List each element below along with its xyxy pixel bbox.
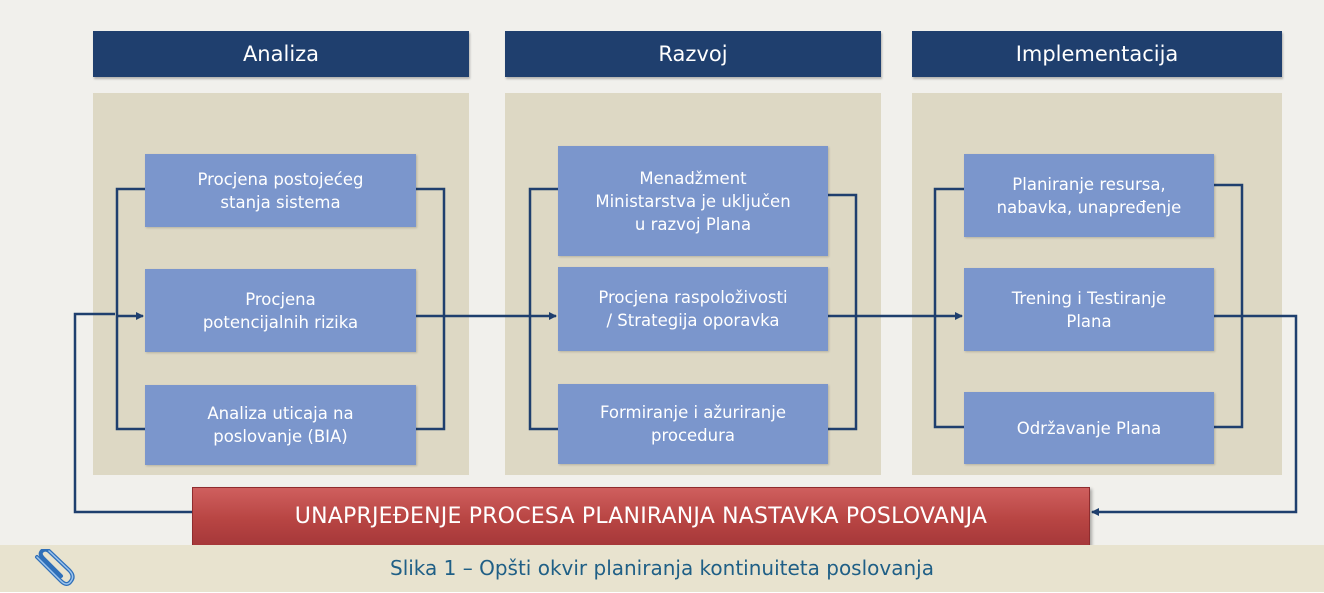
- bracket-analiza-left: [115, 187, 145, 431]
- figure-caption: Slika 1 – Opšti okvir planiranja kontinu…: [390, 556, 934, 580]
- box-odrzavanje-plana: Održavanje Plana: [964, 392, 1214, 464]
- box-formiranje-procedura: Formiranje i ažuriranje procedura: [558, 384, 828, 464]
- box-planiranje-resursa: Planiranje resursa, nabavka, unapređenje: [964, 154, 1214, 237]
- feedback-improvement-bar: UNAPRJEĐENJE PROCESA PLANIRANJA NASTAVKA…: [192, 487, 1090, 546]
- bracket-razvoj-left: [528, 187, 558, 431]
- bracket-implementacija-left: [933, 187, 964, 429]
- box-trening-testiranje: Trening i Testiranje Plana: [964, 268, 1214, 351]
- box-procjena-rizika: Procjena potencijalnih rizika: [145, 269, 416, 352]
- box-menadzment-ministarstva: Menadžment Ministarstva je uključen u ra…: [558, 146, 828, 256]
- box-analiza-uticaja-bia: Analiza uticaja na poslovanje (BIA): [145, 385, 416, 465]
- bracket-analiza-right: [416, 187, 446, 431]
- header-implementacija: Implementacija: [912, 31, 1282, 77]
- feedback-arrow-out: [73, 312, 192, 514]
- header-razvoj: Razvoj: [505, 31, 881, 77]
- paperclip-icon: [31, 547, 75, 593]
- box-procjena-postojeceg-stanja: Procjena postojećeg stanja sistema: [145, 154, 416, 227]
- bracket-implementacija-right: [1214, 183, 1244, 429]
- caption-strip: [0, 545, 1324, 592]
- header-analiza: Analiza: [93, 31, 469, 77]
- box-procjena-raspolozivosti: Procjena raspoloživosti / Strategija opo…: [558, 267, 828, 351]
- bracket-razvoj-right: [828, 193, 858, 431]
- feedback-arrow-in: [1091, 314, 1298, 516]
